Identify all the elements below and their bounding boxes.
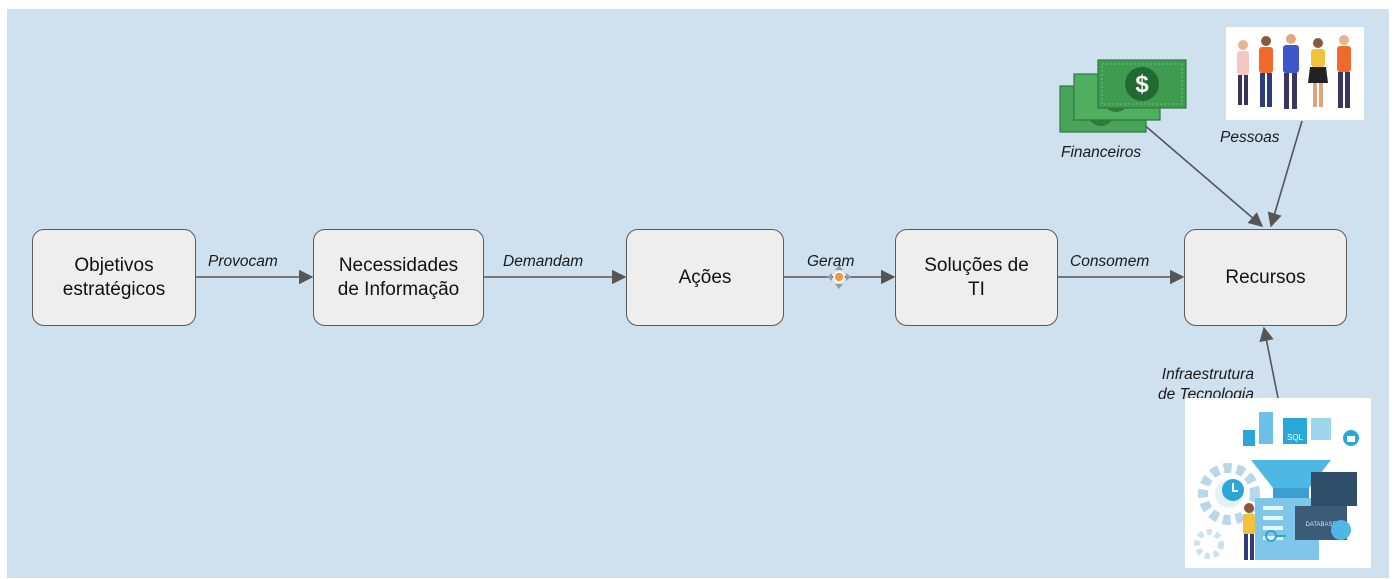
person-4 bbox=[1308, 38, 1328, 107]
edge-waypoint-handle[interactable] bbox=[827, 265, 851, 289]
sql-panel-icon: SQL bbox=[1283, 418, 1307, 444]
key-icon bbox=[1265, 530, 1286, 542]
it-infrastructure-illustration[interactable]: SQL DATABASE bbox=[1185, 398, 1371, 568]
person-1 bbox=[1237, 40, 1249, 105]
person-3 bbox=[1283, 34, 1299, 109]
edge-label-financeiros[interactable]: Financeiros bbox=[1061, 144, 1142, 161]
node-recursos[interactable]: Recursos bbox=[1184, 229, 1347, 326]
code-panel-icon bbox=[1259, 412, 1331, 444]
edge-label-pessoas[interactable]: Pessoas bbox=[1220, 129, 1280, 146]
money-bills-icon[interactable]: $ bbox=[1058, 58, 1188, 136]
money-bill-front: $ bbox=[1097, 59, 1187, 109]
person-pointing-icon bbox=[1243, 503, 1255, 560]
lock-icon bbox=[1343, 430, 1359, 446]
person-2 bbox=[1259, 36, 1273, 107]
edge-infraestrutura-arrow bbox=[1259, 326, 1279, 399]
node-solucoes-de-ti[interactable]: Soluções de TI bbox=[895, 229, 1058, 326]
clock-icon bbox=[1222, 479, 1244, 501]
node-necessidades-de-informacao[interactable]: Necessidades de Informação bbox=[313, 229, 484, 326]
sql-label: SQL bbox=[1287, 433, 1304, 442]
edge-label-provocam[interactable]: Provocam bbox=[208, 253, 278, 270]
calculator-icon bbox=[1243, 430, 1255, 446]
dark-screen-icon bbox=[1311, 472, 1357, 540]
edge-label-consomem[interactable]: Consomem bbox=[1070, 253, 1150, 270]
edge-financeiros-arrow bbox=[1134, 116, 1264, 227]
gear-small-icon bbox=[1194, 529, 1224, 559]
edge-label-geram[interactable]: Geram bbox=[807, 253, 855, 270]
node-objetivos-estrategicos[interactable]: Objetivos estratégicos bbox=[32, 229, 196, 326]
person-5 bbox=[1337, 35, 1351, 108]
edge-pessoas-arrow bbox=[1267, 120, 1303, 228]
people-group-illustration[interactable] bbox=[1226, 27, 1364, 120]
edge-label-demandam[interactable]: Demandam bbox=[503, 253, 584, 270]
database-label: DATABASE bbox=[1305, 522, 1336, 528]
node-acoes[interactable]: Ações bbox=[626, 229, 784, 326]
dollar-sign-icon: $ bbox=[1135, 71, 1149, 98]
